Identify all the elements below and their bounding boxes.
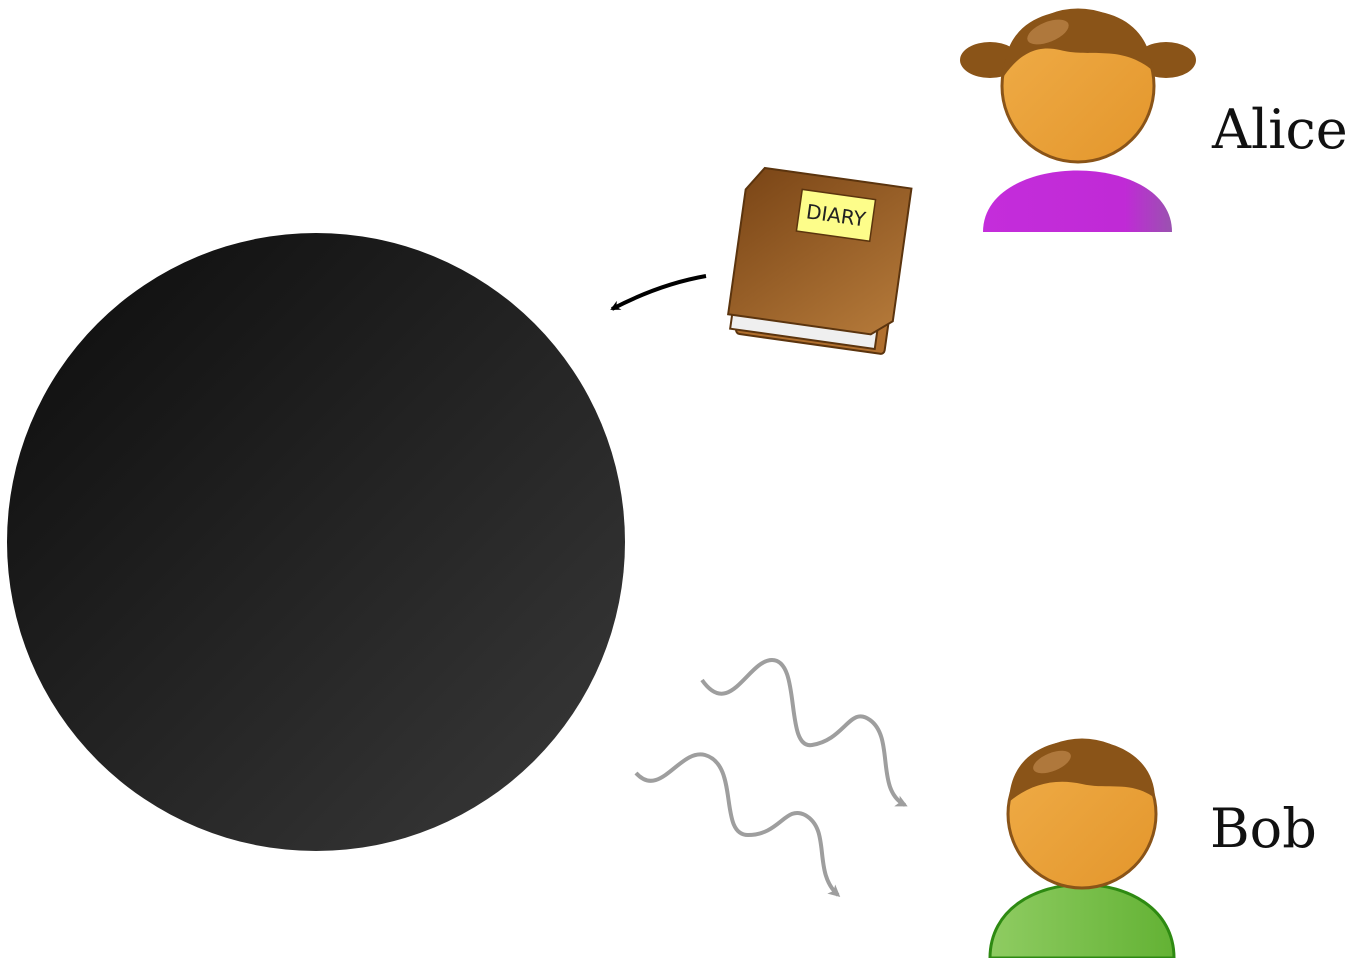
infall-arrow bbox=[612, 276, 706, 309]
radiation-wave-upper bbox=[702, 660, 905, 805]
person-boy-icon bbox=[990, 740, 1174, 958]
black-hole-icon bbox=[7, 233, 625, 851]
radiation-wave-lower bbox=[636, 754, 838, 895]
person-girl-icon bbox=[960, 10, 1196, 232]
bob-label: Bob bbox=[1210, 797, 1317, 860]
alice-label: Alice bbox=[1211, 98, 1348, 161]
diary-book-icon: DIARY bbox=[726, 166, 912, 355]
